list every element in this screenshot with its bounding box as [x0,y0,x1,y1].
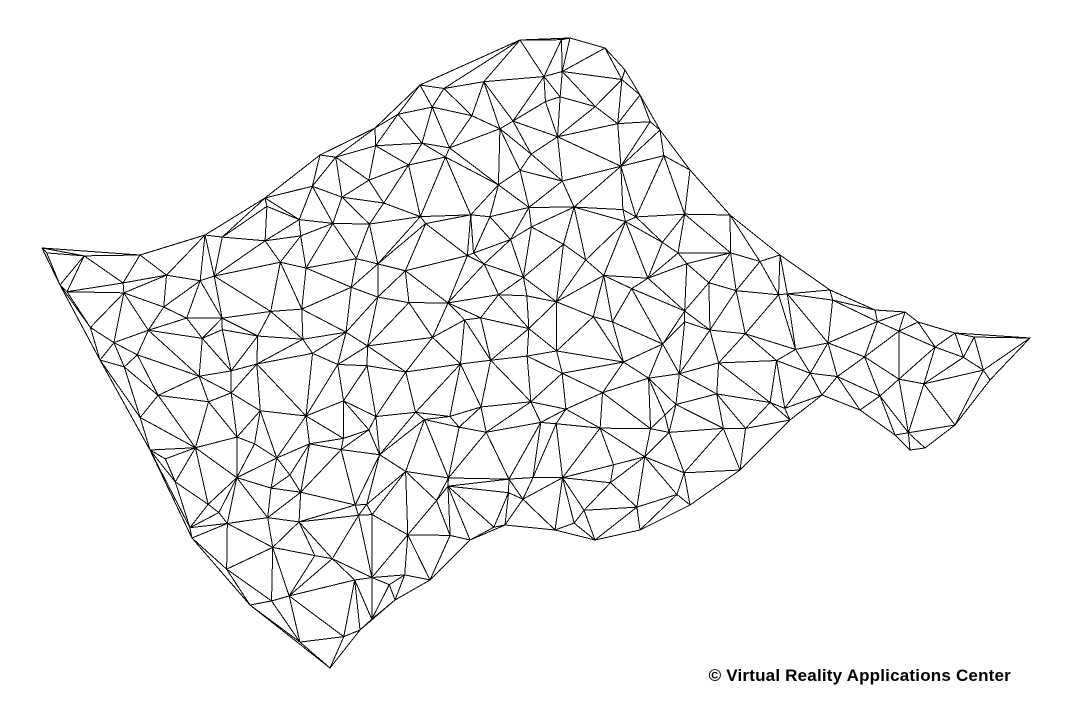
triangulated-terrain-mesh [41,37,1032,669]
copyright-credit: © Virtual Reality Applications Center [708,666,1011,685]
